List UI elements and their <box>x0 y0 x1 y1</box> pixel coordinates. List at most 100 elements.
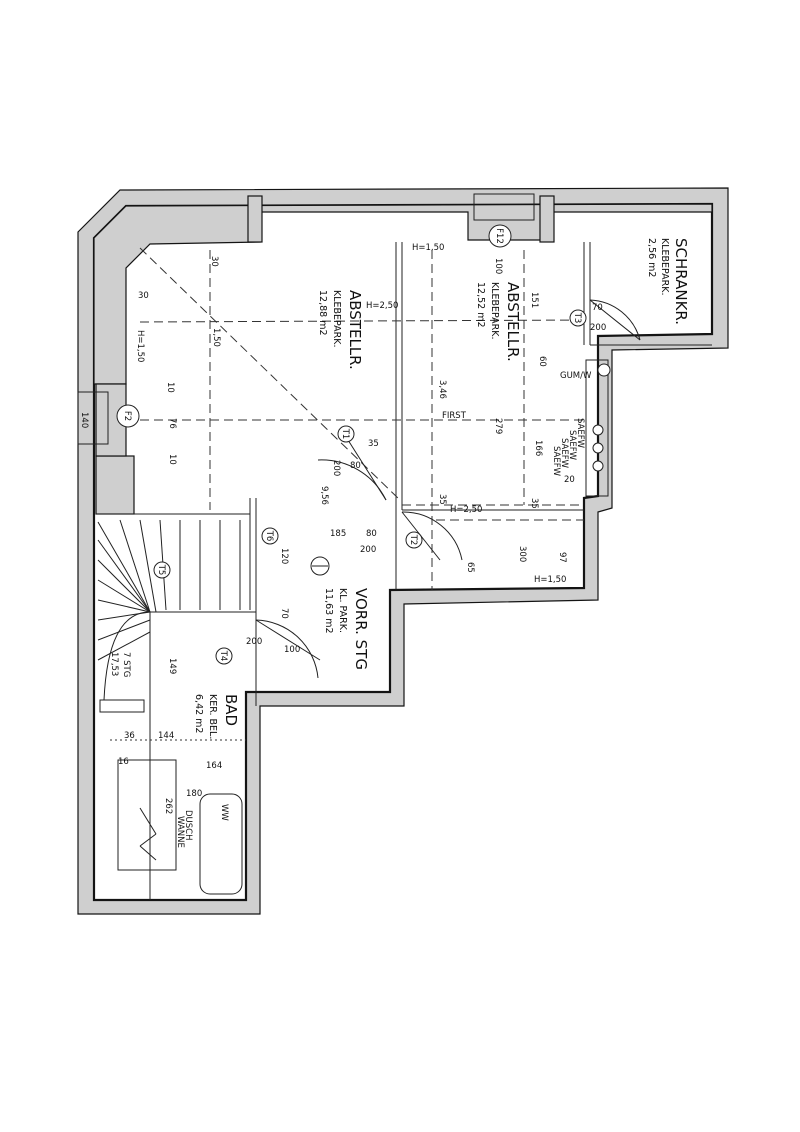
staircase <box>97 519 241 713</box>
svg-text:T6: T6 <box>264 530 274 542</box>
svg-text:166: 166 <box>533 440 543 456</box>
svg-text:T2: T2 <box>408 534 418 546</box>
marker-t6: T6 <box>261 527 279 545</box>
svg-text:10: 10 <box>165 382 175 393</box>
stair-label: 7 STG <box>121 652 131 677</box>
svg-text:BAD: BAD <box>222 694 240 726</box>
svg-text:279: 279 <box>493 418 503 434</box>
stair-label: 17,53 <box>109 652 119 676</box>
height-label: H=1,50 <box>135 330 145 362</box>
svg-text:KER. BEL.: KER. BEL. <box>207 694 218 739</box>
svg-text:F2: F2 <box>122 411 132 421</box>
svg-text:T3: T3 <box>572 312 582 324</box>
shaft-circle <box>597 363 611 377</box>
fixture-label: WANNE <box>175 816 185 848</box>
svg-text:11,63 m2: 11,63 m2 <box>323 588 334 634</box>
svg-text:200: 200 <box>331 460 341 476</box>
svg-text:300: 300 <box>517 546 527 562</box>
window-box <box>77 391 109 445</box>
svg-text:60: 60 <box>537 356 547 367</box>
marker-t2: T2 <box>405 531 423 549</box>
svg-text:180: 180 <box>186 789 202 799</box>
height-label: H=2,50 <box>450 505 482 515</box>
room-vorr: VORR. STG KL. PARK. 11,63 m2 <box>323 588 370 670</box>
height-label: H=1,50 <box>412 243 444 253</box>
svg-text:KL. PARK.: KL. PARK. <box>337 588 348 633</box>
marker-t4: T4 <box>215 647 233 665</box>
svg-text:185: 185 <box>330 529 346 539</box>
dormer-box <box>473 193 535 221</box>
inner-wall-outline <box>92 202 714 902</box>
svg-text:10: 10 <box>167 454 177 465</box>
first-label: FIRST <box>442 411 467 421</box>
shower-tray <box>117 759 177 871</box>
svg-text:1,50: 1,50 <box>211 328 221 347</box>
svg-text:VORR. STG: VORR. STG <box>352 588 370 670</box>
svg-text:80: 80 <box>350 461 361 471</box>
svg-text:120: 120 <box>279 548 289 564</box>
svg-text:80: 80 <box>366 529 377 539</box>
fixture-label: SAEFW <box>575 418 585 449</box>
svg-text:262: 262 <box>163 798 173 814</box>
shaft <box>585 359 609 497</box>
room-abstellr-2: ABSTELLR. KLEBEPARK. 12,52 m2 <box>475 282 522 362</box>
svg-text:20: 20 <box>564 475 575 485</box>
svg-text:35: 35 <box>368 439 379 449</box>
marker-f12-top: F12 <box>488 224 512 248</box>
shower-mark <box>139 833 157 847</box>
shower-mark <box>139 807 157 835</box>
svg-text:164: 164 <box>206 761 222 771</box>
roof-line <box>139 319 585 323</box>
svg-text:F12: F12 <box>494 228 504 244</box>
door-bad <box>255 619 321 679</box>
svg-text:9,56: 9,56 <box>319 486 329 505</box>
svg-text:ABSTELLR.: ABSTELLR. <box>504 282 522 362</box>
svg-text:35: 35 <box>529 498 539 509</box>
shower-mark <box>139 845 157 861</box>
marker-t3: T3 <box>569 309 587 327</box>
fixture-label: WW <box>219 804 229 821</box>
marker-t1: T1 <box>337 425 355 443</box>
svg-text:30: 30 <box>138 291 149 301</box>
height-label: H=2,50 <box>366 301 398 311</box>
svg-text:KLEBEPARK.: KLEBEPARK. <box>489 282 500 340</box>
svg-text:200: 200 <box>360 545 376 555</box>
svg-text:76: 76 <box>167 418 177 429</box>
svg-text:100: 100 <box>493 258 503 274</box>
fixture-label: SAEFW <box>559 438 569 469</box>
svg-text:KLEBEPARK.: KLEBEPARK. <box>659 238 670 296</box>
svg-text:65: 65 <box>465 562 475 573</box>
svg-text:97: 97 <box>557 552 567 563</box>
svg-text:151: 151 <box>529 292 539 308</box>
shaft-circle <box>592 424 604 436</box>
wall-segment <box>539 195 555 243</box>
svg-text:12,88 m2: 12,88 m2 <box>317 290 328 336</box>
door-abstellr-1 <box>317 439 387 501</box>
svg-text:100: 100 <box>284 645 300 655</box>
bathtub <box>199 793 243 895</box>
marker-f2-left: F2 <box>116 404 140 428</box>
svg-text:200: 200 <box>246 637 262 647</box>
room-schrankr: SCHRANKR. KLEBEPARK. 2,56 m2 <box>646 238 690 325</box>
svg-text:35: 35 <box>437 494 447 505</box>
fixture-label: SAEFW <box>567 430 577 461</box>
room-abstellr-1: ABSTELLR. KLEBEPARK. 12,88 m2 <box>317 290 364 370</box>
shaft-circle <box>592 442 604 454</box>
wall-segment <box>95 455 135 515</box>
svg-text:2,56 m2: 2,56 m2 <box>646 238 657 277</box>
svg-text:12,52 m2: 12,52 m2 <box>475 282 486 328</box>
svg-text:6,42 m2: 6,42 m2 <box>193 694 204 733</box>
marker-t5: T5 <box>153 561 171 579</box>
svg-text:T4: T4 <box>218 650 228 662</box>
svg-text:149: 149 <box>167 658 177 674</box>
fixture-label: SAEFW <box>551 446 561 477</box>
svg-text:200: 200 <box>590 323 606 333</box>
svg-text:140: 140 <box>79 412 89 428</box>
door-schrankr <box>589 299 641 341</box>
fixture-label: GUM/W <box>560 371 592 381</box>
svg-text:KLEBEPARK.: KLEBEPARK. <box>331 290 342 348</box>
roof-line <box>139 247 401 501</box>
svg-text:3,46: 3,46 <box>437 380 447 399</box>
svg-text:70: 70 <box>279 608 289 619</box>
